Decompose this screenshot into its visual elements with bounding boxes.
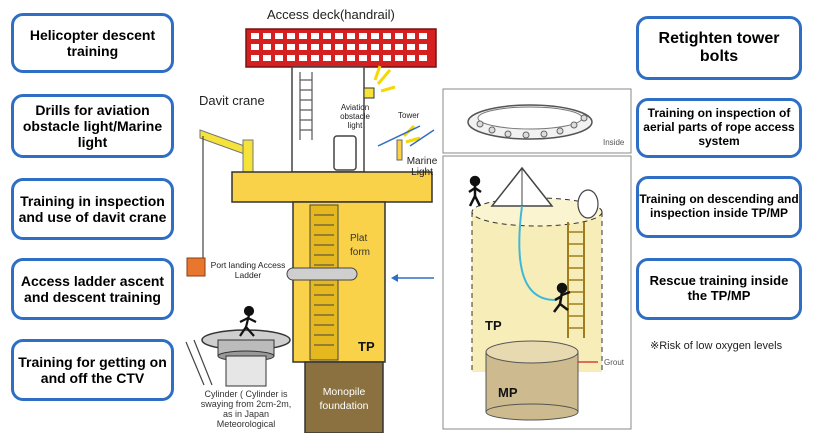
port-landing-label: Port landing Access Ladder xyxy=(210,260,286,281)
tower-ladder xyxy=(299,72,313,140)
right-box-label: Training on inspection of aerial parts o… xyxy=(643,106,795,148)
left-box-ladder: Access ladder ascent and descent trainin… xyxy=(11,258,174,320)
left-box-davit: Training in inspection and use of davit … xyxy=(11,178,174,240)
left-box-label: Training for getting on and off the CTV xyxy=(18,353,167,386)
left-box-label: Training in inspection and use of davit … xyxy=(18,192,167,225)
left-box-helicopter: Helicopter descent training xyxy=(11,13,174,73)
person-icon-left xyxy=(239,305,257,337)
bolt-ring xyxy=(467,104,593,140)
mp-interior-label: MP xyxy=(498,385,518,400)
monopile xyxy=(304,361,384,433)
light-rays xyxy=(373,65,421,144)
right-box-rope-access: Training on inspection of aerial parts o… xyxy=(636,98,802,158)
right-box-label: Training on descending and inspection in… xyxy=(639,192,799,220)
right-box-label: Retighten tower bolts xyxy=(658,29,780,65)
platform-arrow-head xyxy=(391,274,398,282)
inside-label: Inside xyxy=(603,138,625,147)
ladder-ring xyxy=(286,267,358,281)
aviation-light xyxy=(363,87,375,99)
platform-label: Plat form xyxy=(350,233,370,258)
tower-door xyxy=(333,135,357,171)
hatch-lid xyxy=(577,189,599,219)
right-box-descending: Training on descending and inspection in… xyxy=(636,176,802,238)
tp-ladder xyxy=(309,204,339,361)
mp-cylinder xyxy=(485,340,579,421)
transition-piece xyxy=(292,201,386,363)
access-deck-label: Access deck(handrail) xyxy=(267,7,395,22)
tp-interior-label: TP xyxy=(485,318,502,333)
tower-label: Tower xyxy=(398,111,420,120)
cylinder-label: Cylinder ( Cylinder is swaying from 2cm-… xyxy=(200,390,292,429)
person-icon-top xyxy=(468,175,482,207)
left-box-label: Helicopter descent training xyxy=(29,26,156,59)
cargo-crate xyxy=(186,257,206,277)
platform-deck xyxy=(231,171,433,203)
tower-arrow xyxy=(377,125,421,147)
risk-note: ※Risk of low oxygen levels xyxy=(650,340,783,352)
marine-light xyxy=(396,139,403,161)
rescue-rope xyxy=(518,205,556,301)
marine-arrow xyxy=(409,129,435,147)
monopile-label: Monopile foundation xyxy=(319,386,369,412)
access-deck xyxy=(245,28,437,68)
right-box-bolts: Retighten tower bolts xyxy=(636,16,802,80)
left-box-ctv: Training for getting on and off the CTV xyxy=(11,339,174,401)
davit-crane-label: Davit crane xyxy=(199,93,265,108)
aviation-light-label: Aviation obstacle light xyxy=(340,103,370,131)
left-box-label: Drills for aviation obstacle light/Marin… xyxy=(22,101,163,151)
davit-crane xyxy=(199,129,254,258)
right-box-label: Rescue training inside the TP/MP xyxy=(649,273,789,303)
grout-label: Grout xyxy=(604,358,625,367)
left-box-aviation-drills: Drills for aviation obstacle light/Marin… xyxy=(11,94,174,158)
left-box-label: Access ladder ascent and descent trainin… xyxy=(20,272,165,305)
marine-light-label: Marine Light xyxy=(406,156,438,178)
tp-label: TP xyxy=(358,339,375,354)
person-icon-climbing xyxy=(553,282,571,313)
inner-ladder xyxy=(567,222,585,338)
cylinder xyxy=(185,329,291,387)
right-box-rescue: Rescue training inside the TP/MP xyxy=(636,258,802,320)
